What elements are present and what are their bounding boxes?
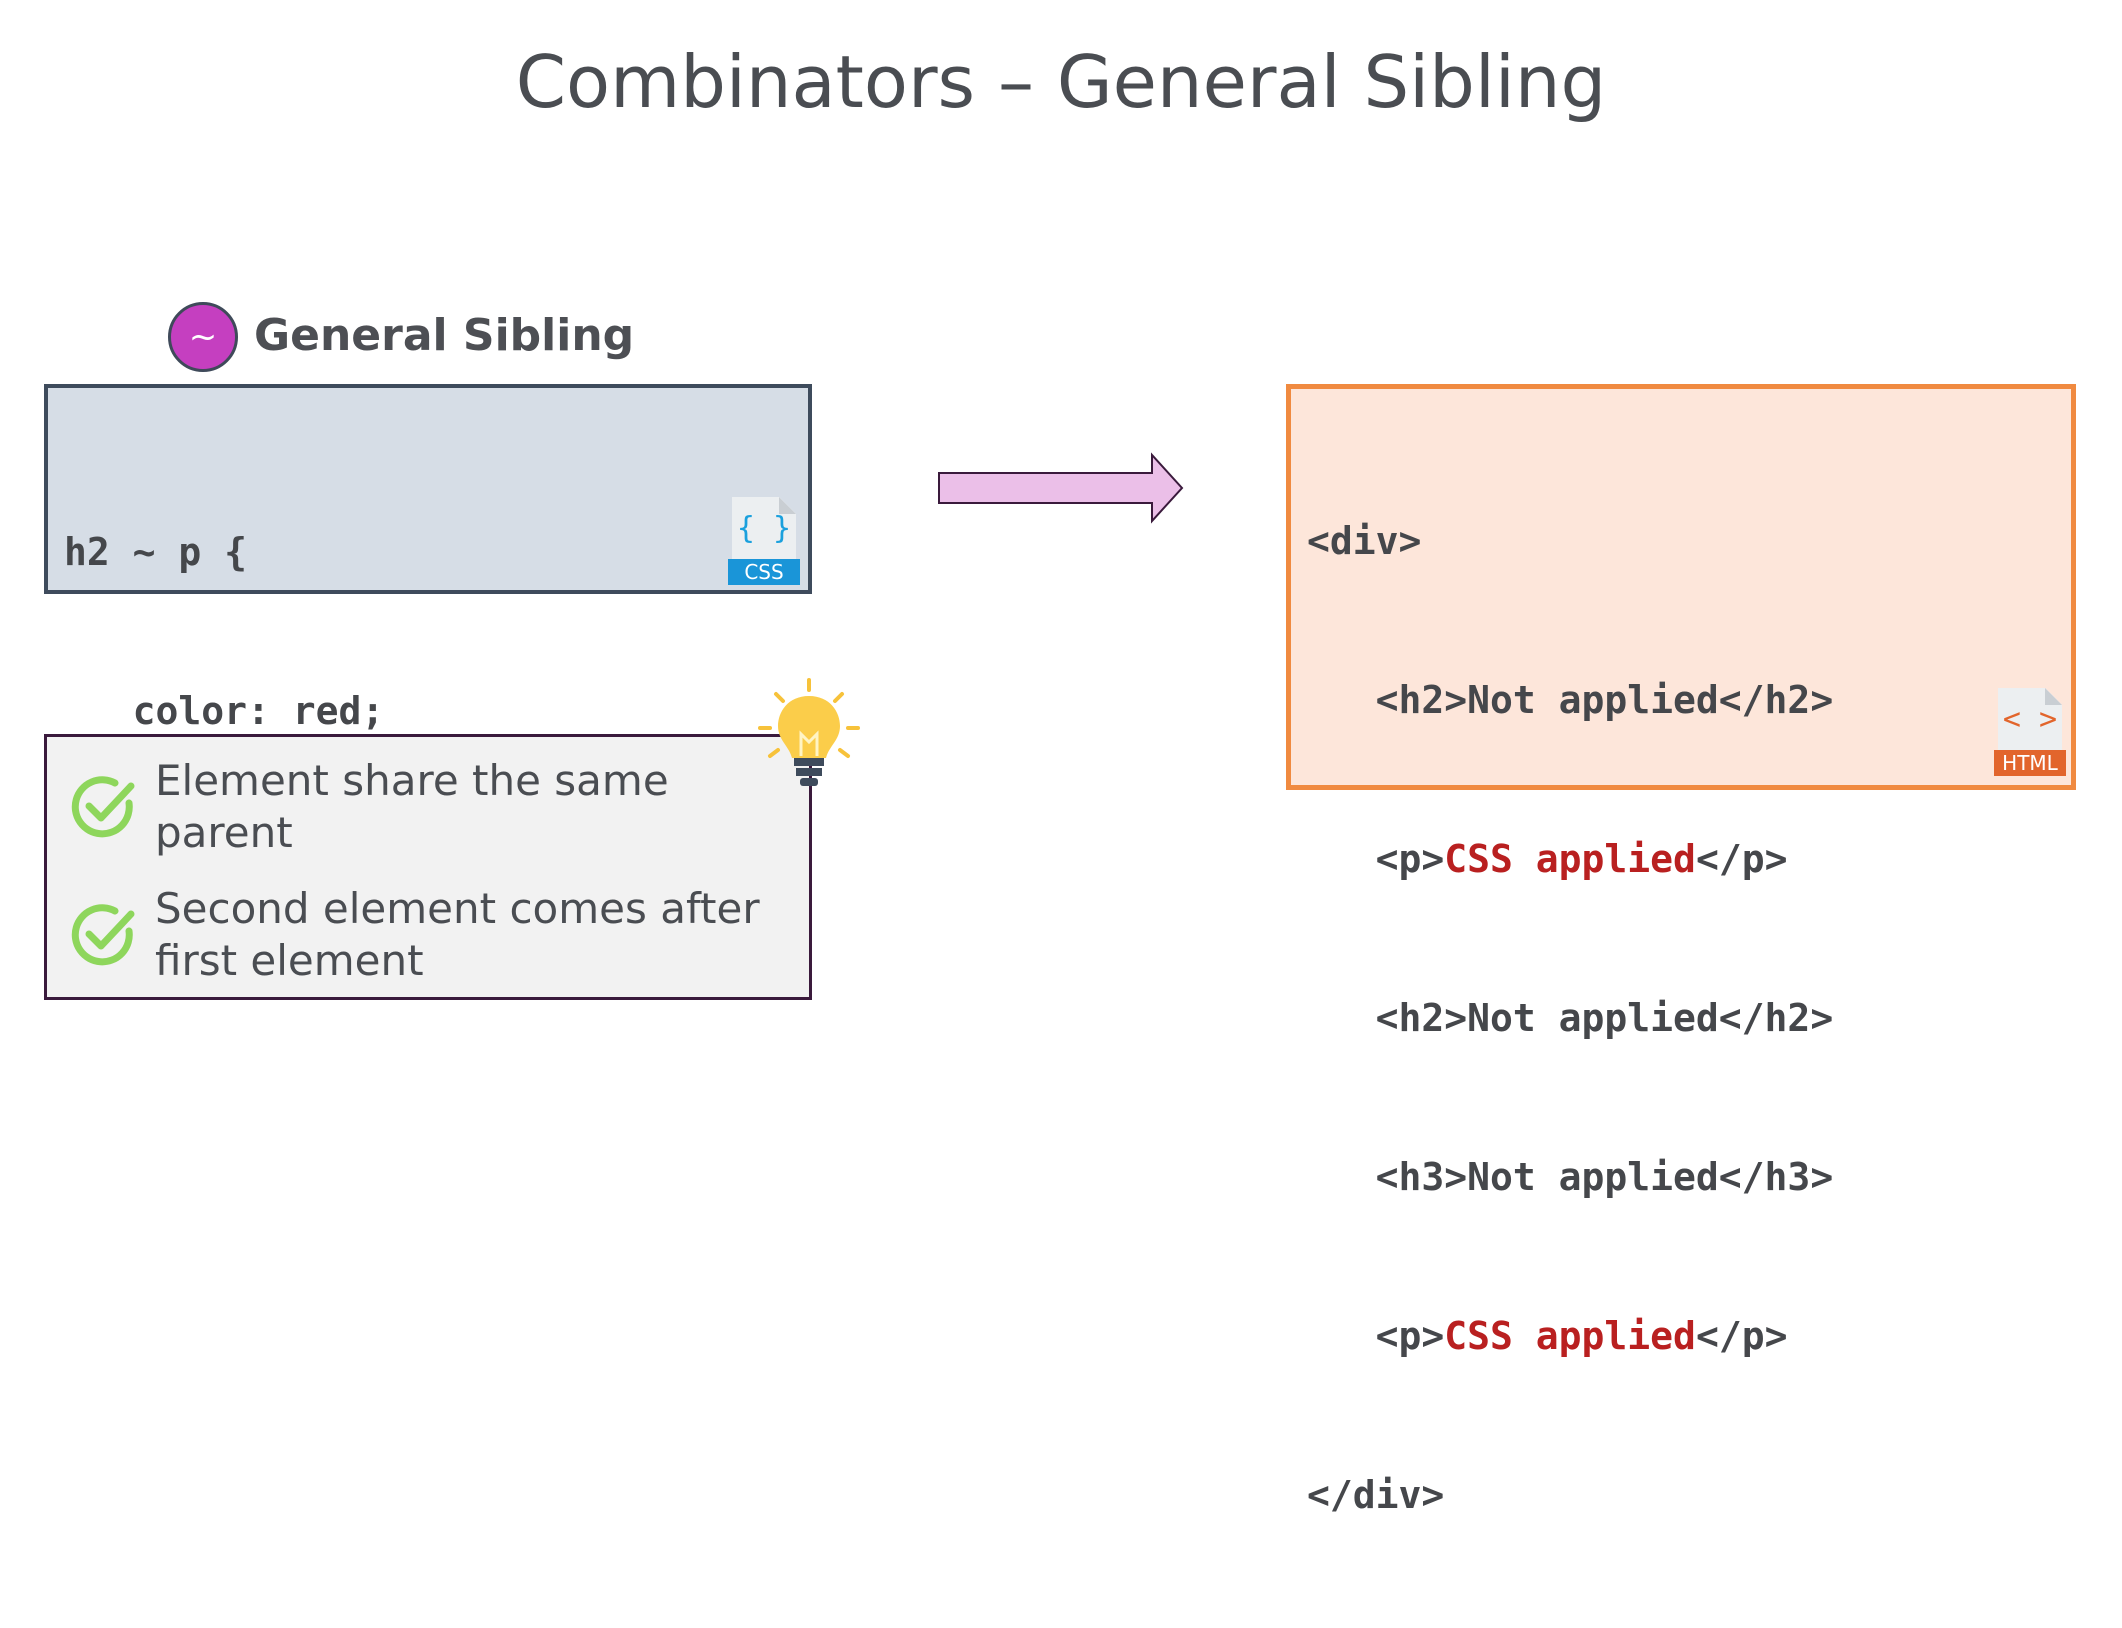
lightbulb-icon xyxy=(758,678,860,786)
tip-text: Element share the same parent xyxy=(155,756,669,857)
html-code-line: <div> xyxy=(1307,519,1422,563)
css-file-icon: { } CSS xyxy=(728,497,800,589)
html-code: <div> <h2>Not applied</h2> <p>CSS applie… xyxy=(1307,409,1833,1628)
html-code-line: <h2>Not applied</h2> xyxy=(1307,996,1834,1040)
html-code-line: <h3>Not applied</h3> xyxy=(1307,1155,1834,1199)
highlighted-text: CSS applied xyxy=(1444,1314,1696,1358)
right-arrow-icon xyxy=(938,452,1184,524)
tips-panel: Element share the same parent Second ele… xyxy=(44,734,812,1000)
css-code-line: color: red; xyxy=(64,689,385,733)
tip-item: Second element comes after first element xyxy=(69,883,775,987)
css-icon-glyph: { } xyxy=(736,511,792,546)
html-icon-tag: HTML xyxy=(1994,750,2066,776)
css-icon-tag: CSS xyxy=(728,559,800,585)
tip-item: Element share the same parent xyxy=(69,755,775,859)
html-tag-close: </p> xyxy=(1695,1314,1788,1358)
css-code-panel: h2 ~ p { color: red; } xyxy=(44,384,812,892)
html-code-line: <p>CSS applied</p> xyxy=(1307,1310,1833,1363)
check-circle-icon xyxy=(71,904,135,966)
slide-title: Combinators – General Sibling xyxy=(515,40,1607,124)
selector-label: General Sibling xyxy=(254,310,635,361)
html-file-icon: < > HTML xyxy=(1994,688,2066,780)
html-tag-open: <p> xyxy=(1307,1314,1445,1358)
html-code-line: <h2>Not applied</h2> xyxy=(1307,678,1834,722)
html-icon-glyph: < > xyxy=(2002,702,2058,737)
html-tag-close: </p> xyxy=(1695,837,1788,881)
css-code-line: h2 ~ p { xyxy=(64,530,248,574)
html-tag-open: <p> xyxy=(1307,837,1445,881)
check-circle-icon xyxy=(71,776,135,838)
html-code-panel: <div> <h2>Not applied</h2> <p>CSS applie… xyxy=(1286,384,2076,1517)
css-code: h2 ~ p { color: red; } xyxy=(64,420,384,1003)
html-code-line: </div> xyxy=(1307,1473,1445,1517)
html-code-line: <p>CSS applied</p> xyxy=(1307,833,1833,886)
tip-text: Second element comes after first element xyxy=(155,884,760,985)
highlighted-text: CSS applied xyxy=(1444,837,1696,881)
tilde-badge-icon: ~ xyxy=(168,302,238,372)
